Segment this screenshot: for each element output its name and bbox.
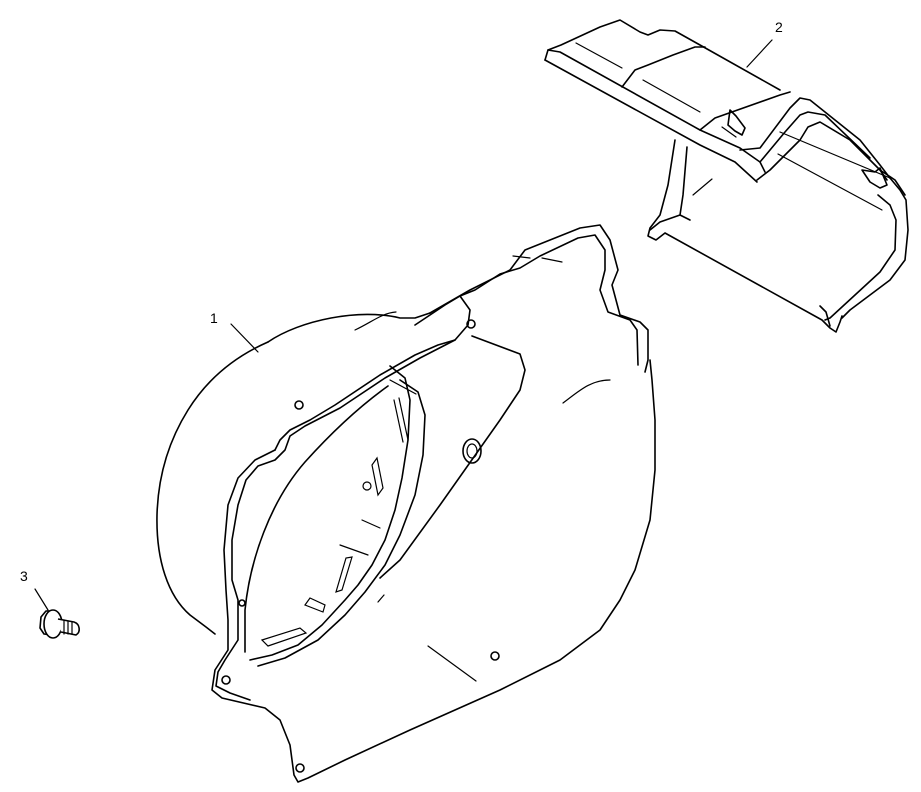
callout-3-label: 3 bbox=[20, 568, 28, 584]
callout-3-leader bbox=[34, 588, 49, 611]
callout-1-label: 1 bbox=[210, 310, 218, 326]
part-1-fan-shroud bbox=[156, 224, 656, 783]
callout-2-label: 2 bbox=[775, 19, 783, 35]
part-3-flange-bolt bbox=[34, 588, 80, 639]
callout-2-leader bbox=[746, 39, 773, 68]
callout-1-leader bbox=[230, 323, 259, 353]
part-2-shroud-cover bbox=[544, 19, 909, 333]
